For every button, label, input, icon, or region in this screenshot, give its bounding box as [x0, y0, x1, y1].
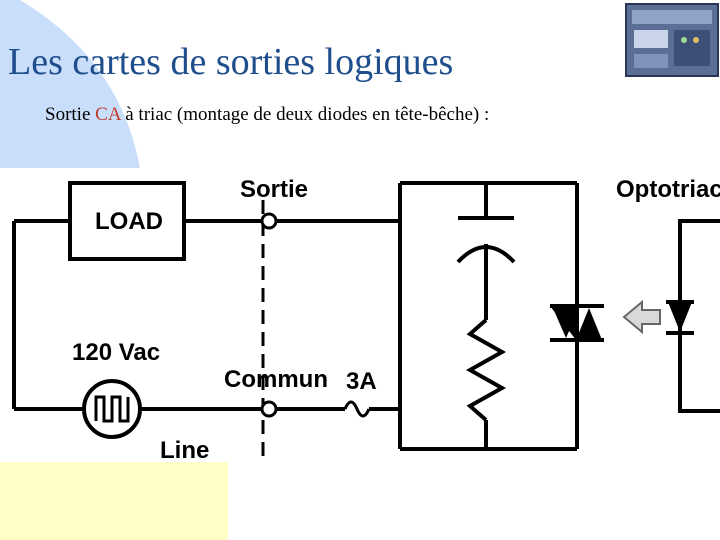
page-title: Les cartes de sorties logiques: [8, 41, 454, 83]
load-label: LOAD: [95, 208, 163, 235]
line-label: Line: [160, 437, 209, 464]
page-subtitle: Sortie CA à triac (montage de deux diode…: [45, 104, 489, 126]
subtitle-suffix: à triac (montage de deux diodes en tête-…: [120, 104, 490, 125]
triac-symbol: [550, 304, 604, 342]
commun-terminal: [260, 400, 278, 418]
fuse-symbol: [343, 400, 371, 418]
resistor-symbol: [465, 318, 507, 422]
source-label: 120 Vac: [72, 339, 160, 366]
opto-diode-symbol: [666, 221, 694, 411]
sortie-label: Sortie: [240, 176, 308, 203]
sortie-terminal: [260, 212, 278, 230]
subtitle-highlight: CA: [95, 104, 121, 125]
subtitle-prefix: Sortie: [45, 104, 96, 125]
optotriac-label: Optotriac: [616, 176, 720, 203]
light-arrow-icon: [622, 299, 661, 335]
yellow-corner-block: [0, 462, 228, 540]
fuse-label: 3A: [346, 368, 377, 395]
plc-module-image: [625, 3, 719, 77]
commun-label: Commun: [224, 366, 328, 393]
